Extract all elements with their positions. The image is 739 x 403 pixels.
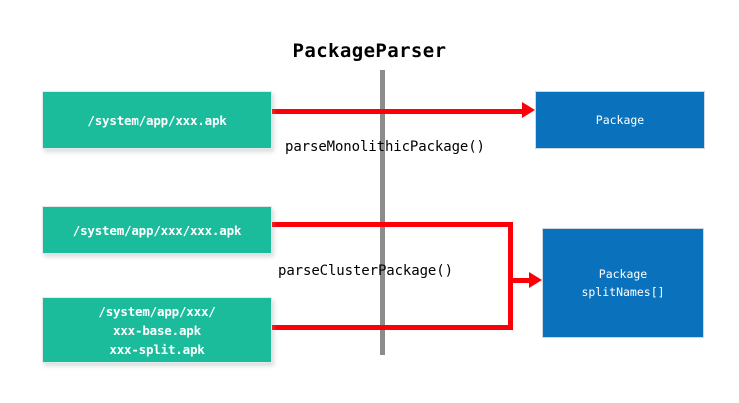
page-title: PackageParser <box>292 40 447 62</box>
cluster-arrow-line-top <box>272 222 513 227</box>
monolithic-arrow-head-icon <box>522 102 535 118</box>
source-box-monolithic-apk[interactable]: /system/app/xxx.apk <box>42 91 272 149</box>
source-box-cluster-split-apk-line-1: /system/app/xxx/ <box>98 303 216 319</box>
cluster-arrow-merge-line <box>508 222 513 330</box>
monolithic-arrow-line <box>272 109 524 114</box>
edge-label-parse-cluster-package: parseClusterPackage() <box>278 263 453 279</box>
target-box-package-splitnames[interactable]: Package splitNames[] <box>542 228 704 338</box>
source-box-monolithic-apk-line-1: /system/app/xxx.apk <box>87 112 227 128</box>
source-box-cluster-split-apk-line-2: xxx-base.apk <box>113 322 201 338</box>
target-box-package-splitnames-line-1: Package <box>598 267 648 281</box>
cluster-arrow-line-out <box>508 278 532 283</box>
edge-label-parse-monolithic-package: parseMonolithicPackage() <box>285 139 485 155</box>
cluster-arrow-line-bottom <box>272 325 513 330</box>
target-box-package[interactable]: Package <box>535 91 705 149</box>
cluster-arrow-head-icon <box>529 272 542 288</box>
package-parser-lane-line <box>380 70 385 355</box>
target-box-package-splitnames-line-2: splitNames[] <box>581 285 665 299</box>
source-box-cluster-single-apk[interactable]: /system/app/xxx/xxx.apk <box>42 206 272 254</box>
source-box-cluster-split-apk[interactable]: /system/app/xxx/ xxx-base.apk xxx-split.… <box>42 297 272 363</box>
target-box-package-line-1: Package <box>595 113 645 127</box>
source-box-cluster-single-apk-line-1: /system/app/xxx/xxx.apk <box>72 222 242 238</box>
source-box-cluster-split-apk-line-3: xxx-split.apk <box>109 341 205 357</box>
